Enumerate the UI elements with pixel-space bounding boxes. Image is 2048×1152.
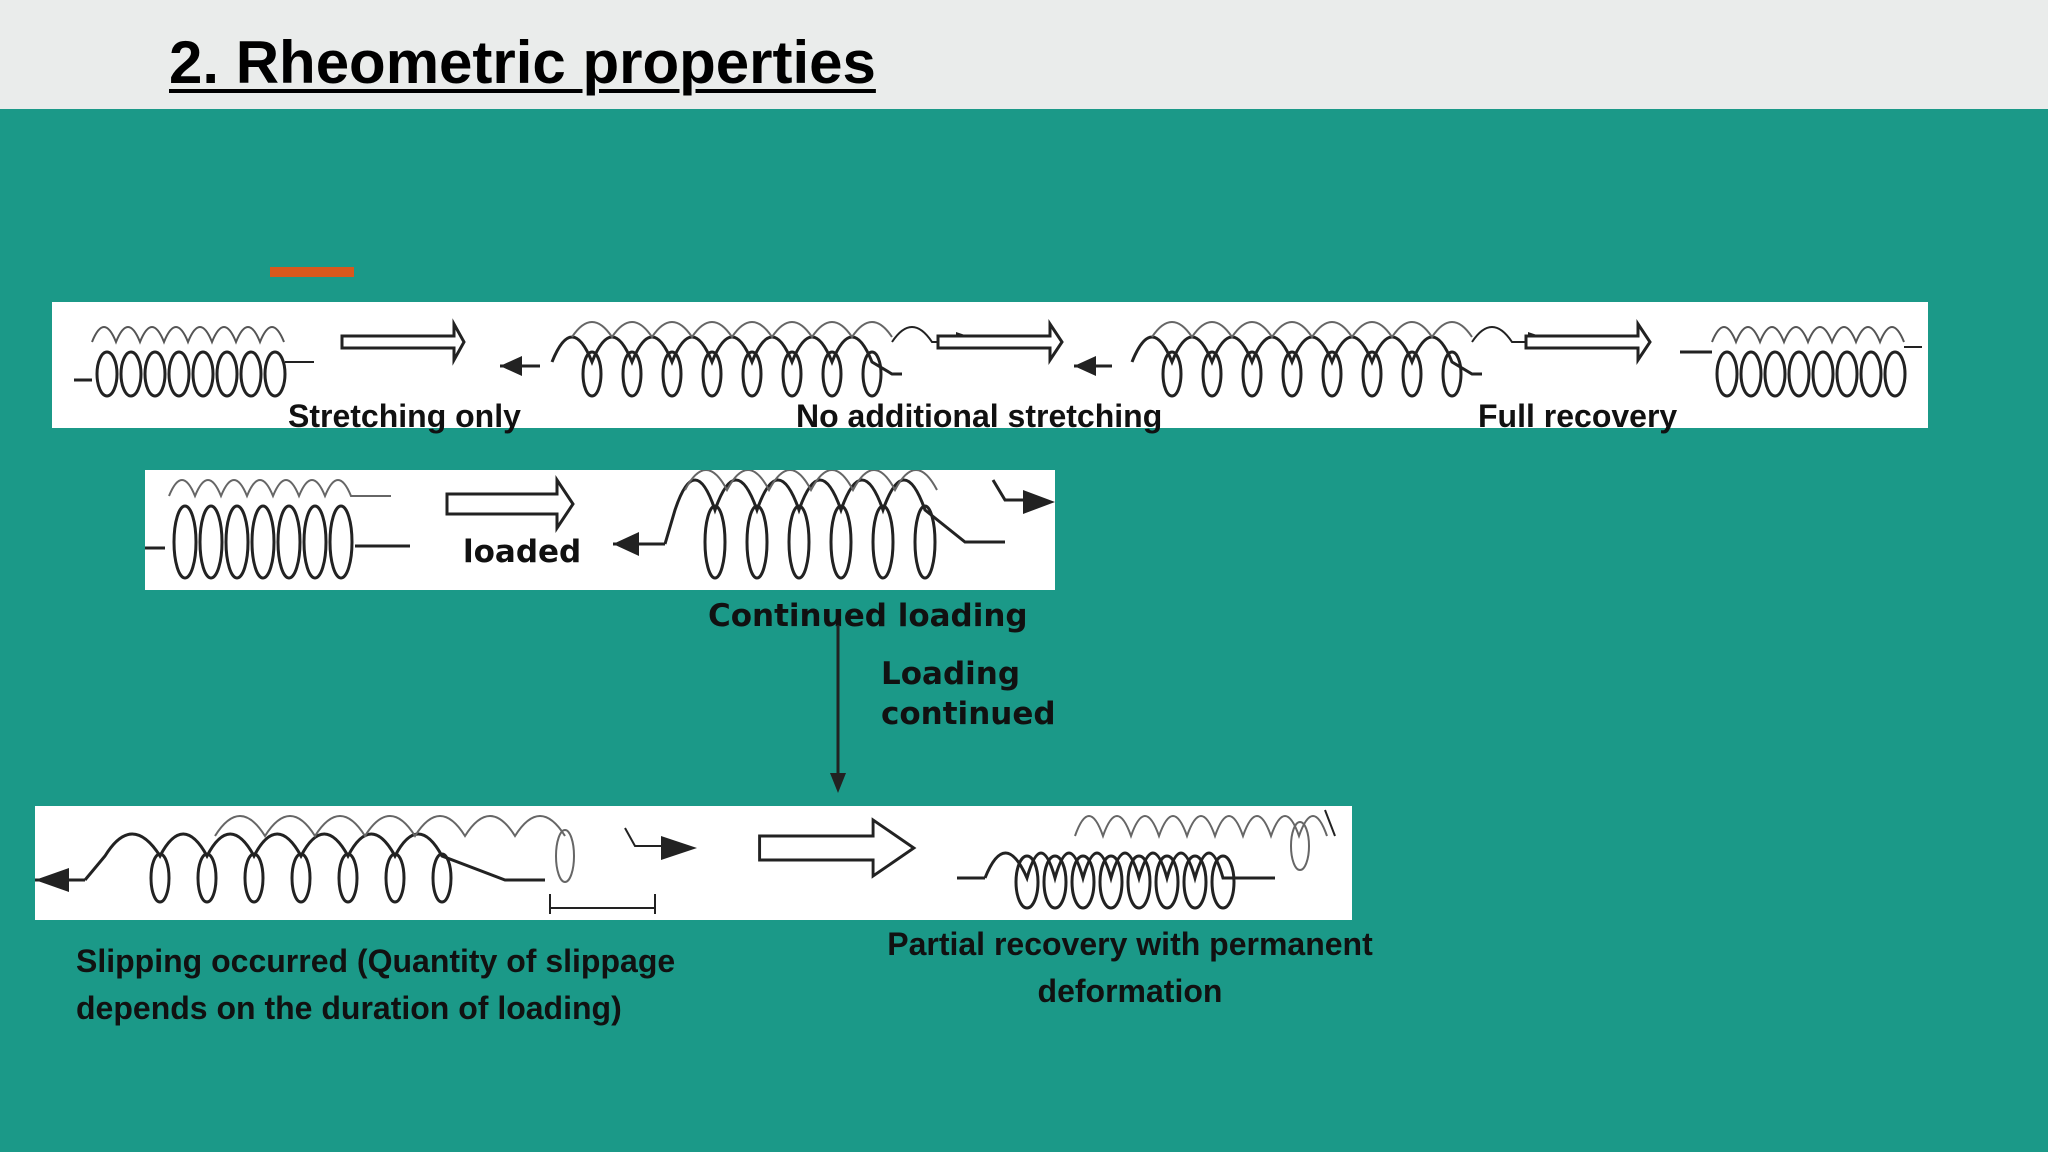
label-partial-recovery-line1: Partial recovery with permanent — [887, 926, 1373, 962]
coil-loaded — [613, 470, 1055, 580]
label-no-additional-stretching: No additional stretching — [796, 398, 1163, 434]
row3-diagram-svg — [35, 809, 1336, 914]
hollow-arrow-5 — [758, 817, 917, 879]
row1-diagram-svg — [74, 318, 1922, 398]
label-loaded: loaded — [463, 534, 582, 570]
label-slipping-line1: Slipping occurred (Quantity of slippage — [76, 943, 676, 979]
hollow-arrow-2 — [936, 319, 1064, 365]
label-slipping-line2: depends on the duration of loading) — [76, 990, 622, 1026]
row2-diagram-strip — [145, 470, 1055, 590]
label-continued-loading: Continued loading — [708, 598, 1028, 634]
hollow-arrow-1 — [340, 318, 466, 366]
slide-title: 2. Rheometric properties — [169, 29, 876, 96]
accent-bar — [270, 267, 354, 277]
vertical-arrow — [830, 625, 846, 793]
coil-compressed-1 — [74, 326, 314, 398]
label-stretching-only: Stretching only — [288, 398, 521, 434]
label-full-recovery: Full recovery — [1478, 398, 1678, 434]
slide-header: 2. Rheometric properties — [0, 0, 2048, 109]
label-partial-recovery-line2: deformation — [1037, 973, 1223, 1009]
label-loading-continued-line2: continued — [881, 696, 1056, 732]
coil-partial-recovery — [957, 809, 1336, 910]
coil-recovered — [1680, 326, 1922, 398]
row1-diagram-strip — [52, 302, 1928, 428]
hollow-arrow-3 — [1524, 319, 1652, 365]
row3-diagram-strip — [35, 806, 1352, 920]
coil-stretched-1 — [500, 321, 980, 398]
coil-compressed-2 — [145, 479, 410, 580]
coil-slipping — [35, 815, 697, 914]
row2-diagram-svg — [145, 470, 1055, 580]
coil-stretched-2 — [1074, 321, 1552, 398]
label-loading-continued-line1: Loading — [881, 656, 1021, 692]
hollow-arrow-4 — [445, 475, 575, 533]
